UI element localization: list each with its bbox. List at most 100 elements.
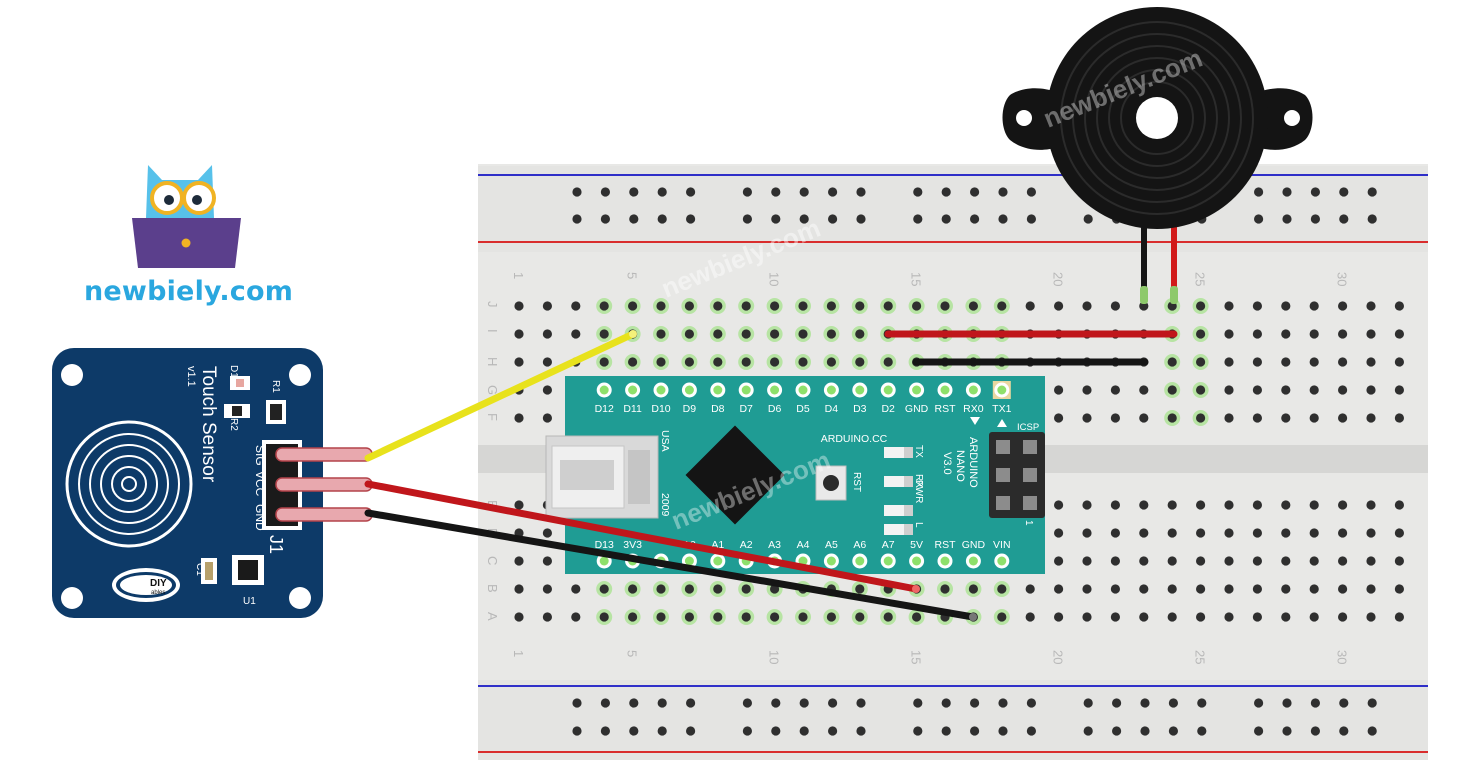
breadboard-hole	[1366, 301, 1376, 311]
rail-hole	[856, 726, 866, 736]
breadboard-hole	[1252, 584, 1262, 594]
arduino-pin-pad	[656, 385, 666, 395]
rail-hole	[1367, 726, 1377, 736]
rail-hole	[657, 726, 667, 736]
breadboard-hole	[826, 357, 837, 367]
breadboard-hole	[1281, 528, 1291, 538]
breadboard-hole	[599, 584, 609, 594]
rail-hole	[970, 214, 980, 224]
rail-hole	[657, 698, 667, 708]
breadboard-hole	[1394, 385, 1404, 395]
breadboard-hole	[1366, 329, 1376, 339]
rail-hole	[1282, 187, 1292, 197]
rail-hole	[600, 187, 611, 197]
arduino-pin-pad	[883, 385, 893, 395]
breadboard-hole	[1309, 556, 1319, 566]
column-label: 5	[625, 650, 640, 657]
breadboard-hole	[1366, 413, 1376, 423]
breadboard-hole	[1394, 584, 1404, 594]
rail-hole	[1367, 698, 1377, 708]
breadboard-hole	[1139, 413, 1149, 423]
arduino-bottom-pin-label: A4	[797, 539, 810, 551]
breadboard-hole	[1252, 612, 1262, 622]
sensor-pin-gnd: GND	[253, 504, 267, 531]
breadboard-hole	[1196, 385, 1206, 395]
breadboard-hole	[1309, 584, 1319, 594]
breadboard-hole	[542, 413, 553, 423]
arduino-pin-pad	[741, 385, 751, 395]
breadboard-hole	[798, 329, 808, 339]
rail-hole	[1140, 726, 1150, 736]
rail-hole	[913, 698, 923, 708]
rail-hole	[686, 726, 696, 736]
led-label-tx: TX	[913, 445, 924, 458]
rail-hole	[600, 698, 611, 708]
sensor-wires	[364, 330, 977, 621]
arduino-bottom-pin-label: D13	[595, 539, 614, 551]
breadboard-hole	[1252, 413, 1262, 423]
rail-hole	[1367, 214, 1377, 224]
rail-hole	[1254, 698, 1264, 708]
icsp-header	[989, 432, 1045, 518]
rail-hole	[1026, 726, 1036, 736]
arduino-model-line-3: V3.0	[941, 452, 953, 475]
rail-hole	[856, 698, 866, 708]
arduino-top-pin-label: D6	[768, 403, 782, 415]
breadboard-hole	[656, 329, 666, 339]
rail-hole	[629, 214, 639, 224]
arduino-top-pin-label: RX0	[963, 403, 984, 415]
rail-hole	[629, 726, 639, 736]
sensor-part-u1: U1	[243, 596, 256, 607]
breadboard-hole	[1082, 301, 1092, 311]
rail-hole	[998, 214, 1008, 224]
sensor-header-label: J1	[266, 535, 286, 554]
breadboard-hole	[684, 612, 695, 622]
arduino-pin-pad	[968, 556, 978, 566]
breadboard-hole	[1394, 528, 1404, 538]
breadboard-hole	[1338, 500, 1348, 510]
touch-pad	[65, 420, 193, 548]
black-gnd-wire	[364, 509, 977, 621]
piezo-buzzer	[1002, 7, 1313, 304]
column-label: 1	[511, 272, 526, 279]
breadboard-hole	[1338, 385, 1348, 395]
arduino-pin-labels: D12D13D113V3D10D9A0D8A1D7A2D6A3D5A4D4A5D…	[595, 403, 1012, 551]
breadboard-hole	[855, 301, 865, 311]
rail-hole	[771, 187, 781, 197]
breadboard-hole	[656, 584, 666, 594]
column-label: 5	[625, 272, 640, 279]
rail-hole	[742, 214, 753, 224]
breadboard-hole	[1110, 301, 1120, 311]
breadboard-hole	[1082, 584, 1092, 594]
arduino-top-pin-label: D2	[881, 403, 895, 415]
breadboard-hole	[571, 612, 581, 622]
breadboard-hole	[1252, 301, 1262, 311]
rail-hole	[1310, 726, 1320, 736]
breadboard-hole	[741, 357, 751, 367]
breadboard-hole	[1394, 612, 1404, 622]
breadboard-hole	[1196, 556, 1206, 566]
breadboard-hole	[1394, 413, 1404, 423]
breadboard-hole	[1309, 500, 1319, 510]
arduino-pin-pad	[684, 556, 694, 566]
arduino-bottom-pin-label: A7	[882, 539, 895, 551]
column-label: 20	[1051, 272, 1066, 286]
lower-power-rail	[478, 680, 1428, 760]
rail-hole	[1026, 187, 1036, 197]
breadboard-hole	[1110, 556, 1120, 566]
breadboard-hole	[1366, 528, 1376, 538]
arduino-bottom-pin-label: A3	[768, 539, 781, 551]
upper-power-rail	[478, 166, 1428, 252]
breadboard-hole	[940, 584, 950, 594]
breadboard-hole	[713, 329, 723, 339]
touch-sensor-module: DIY ables Touch Sensor v1.1 SIG VCC GND …	[52, 348, 373, 618]
arduino-pin-pad	[826, 556, 836, 566]
breadboard-hole	[1338, 612, 1348, 622]
breadboard-hole	[1025, 301, 1035, 311]
breadboard-hole	[599, 612, 609, 622]
breadboard-hole	[1309, 357, 1319, 367]
breadboard-hole	[1338, 329, 1348, 339]
breadboard-hole	[514, 301, 524, 311]
arduino-site-label: ARDUINO.CC	[821, 433, 888, 445]
breadboard-hole	[713, 301, 723, 311]
